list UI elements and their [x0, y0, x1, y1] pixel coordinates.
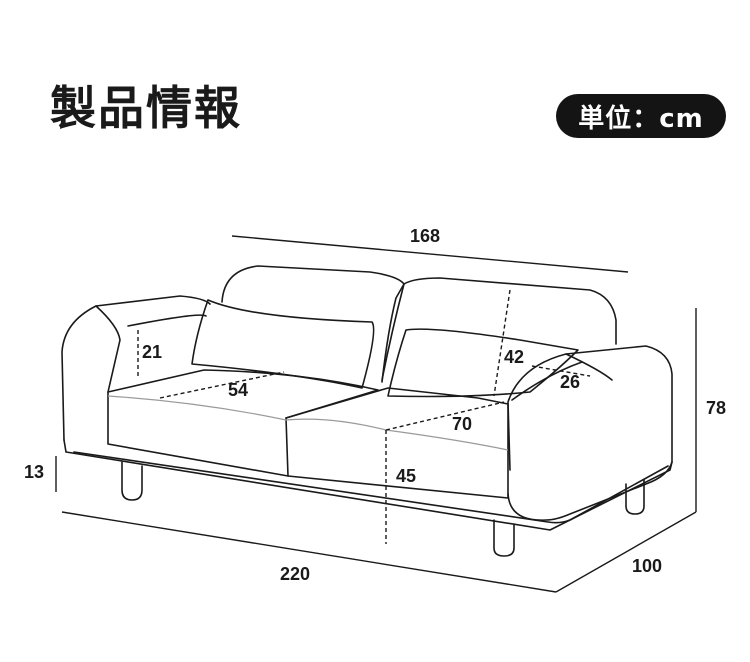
arm-left — [61, 295, 211, 441]
pillow-left — [191, 299, 375, 389]
dim-line-back-width — [231, 235, 629, 273]
label-seat-height: 45 — [396, 466, 416, 486]
label-depth: 100 — [632, 556, 662, 576]
guide-seat-depth — [159, 371, 285, 399]
label-back-height: 42 — [504, 347, 524, 367]
arm-right — [507, 345, 673, 521]
label-total-width: 220 — [280, 564, 310, 584]
back-cushion-left — [221, 265, 405, 383]
guide-seat-width — [385, 401, 505, 431]
label-seat-depth: 54 — [228, 380, 248, 400]
page-title: 製品情報 — [50, 81, 242, 135]
unit-badge: 単位：cm — [556, 94, 726, 138]
seat-cushion-right — [285, 387, 509, 499]
label-arm-height: 21 — [142, 342, 162, 362]
guide-arm-width — [531, 365, 591, 377]
label-height: 78 — [706, 398, 726, 418]
label-back-width: 168 — [410, 226, 440, 246]
guide-back-height — [493, 289, 511, 397]
label-seat-width: 70 — [452, 414, 472, 434]
pillow-right — [387, 328, 579, 398]
sofa-base — [63, 439, 673, 531]
back-cushion-right — [403, 277, 617, 345]
leg-back-left — [121, 461, 143, 501]
leg-front — [493, 519, 515, 557]
leg-back-right — [625, 479, 645, 515]
label-leg-height: 13 — [24, 462, 44, 482]
dim-line-depth — [555, 511, 697, 593]
label-arm-width: 26 — [560, 372, 580, 392]
dim-line-total-width — [61, 511, 557, 593]
